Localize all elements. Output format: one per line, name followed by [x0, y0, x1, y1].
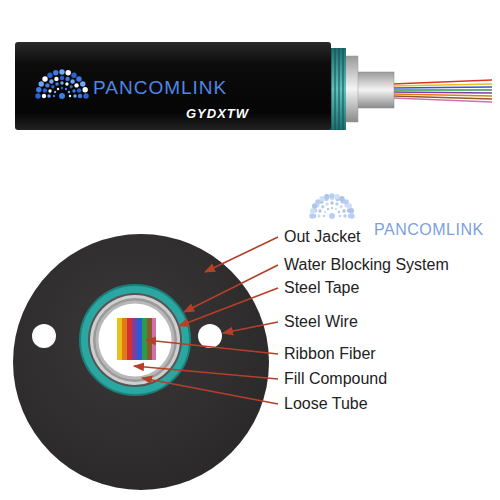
leader-lines [134, 237, 278, 404]
cross-section [13, 234, 269, 490]
part-label: Water Blocking System [284, 255, 449, 275]
part-label: Steel Wire [284, 312, 358, 332]
watermark-logo [309, 193, 354, 219]
brand-text: PANCOMLINK [93, 78, 227, 98]
part-label: Steel Tape [284, 278, 359, 298]
part-label: Loose Tube [284, 394, 368, 414]
part-label: Out Jacket [284, 227, 360, 247]
part-label: Fill Compound [284, 369, 387, 389]
model-code: GYDXTW [186, 104, 249, 124]
watermark: PANCOMLINK [374, 220, 484, 240]
part-label: Ribbon Fiber [284, 344, 376, 364]
cable-photo [15, 42, 492, 130]
